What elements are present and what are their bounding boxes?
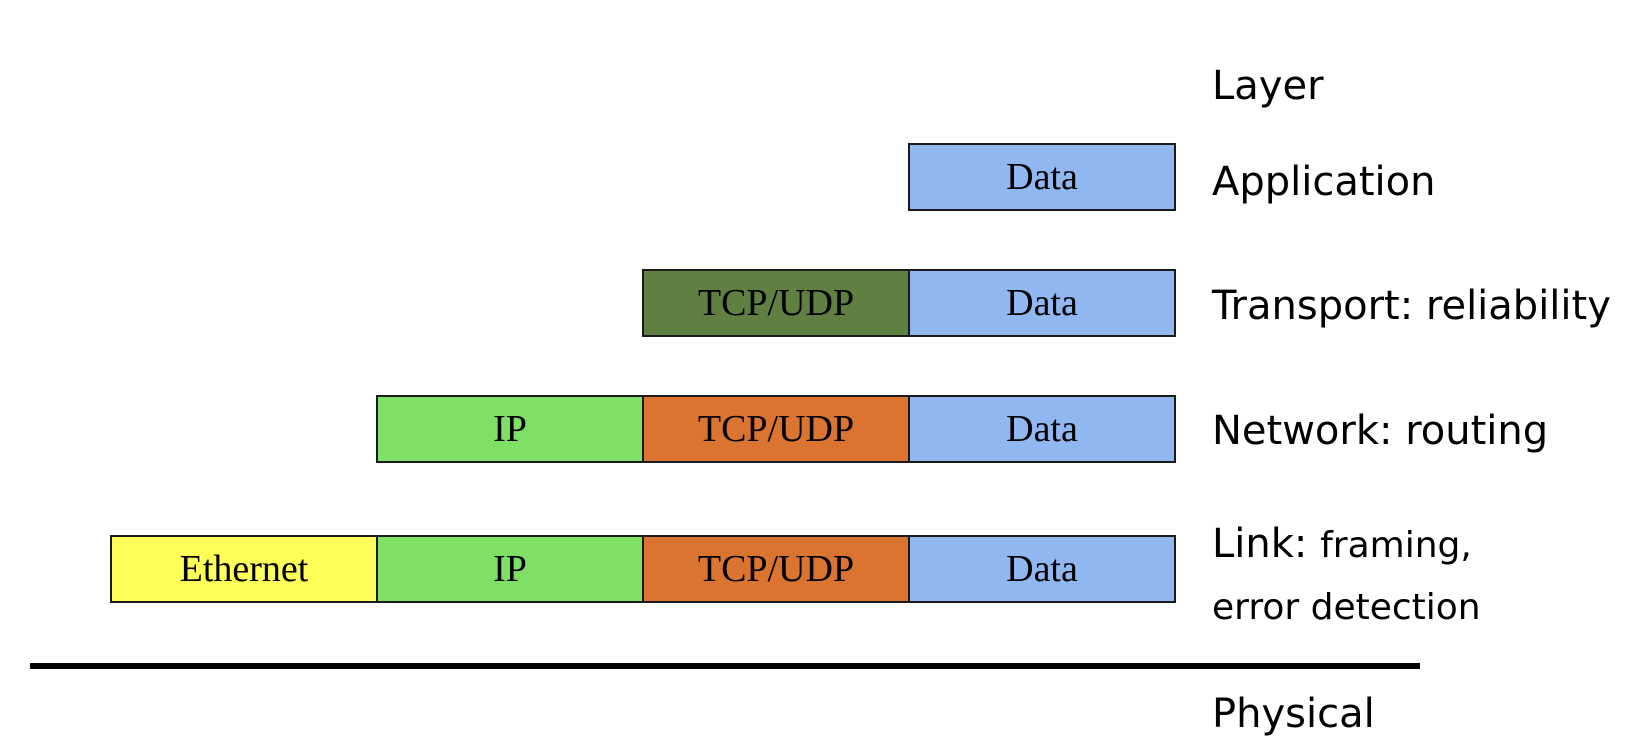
layer-link-desc-2: error detection bbox=[1212, 587, 1481, 628]
physical-divider-line bbox=[30, 663, 1420, 669]
network-data-box: Data bbox=[908, 395, 1176, 463]
network-tcpudp-box: TCP/UDP bbox=[642, 395, 910, 463]
transport-tcpudp-box: TCP/UDP bbox=[642, 269, 910, 337]
layer-link-desc-1: framing, bbox=[1320, 525, 1472, 566]
link-tcpudp-box: TCP/UDP bbox=[642, 535, 910, 603]
layer-link-name: Link: bbox=[1212, 521, 1308, 567]
network-ip-box: IP bbox=[376, 395, 644, 463]
transport-data-box: Data bbox=[908, 269, 1176, 337]
layer-physical-label: Physical bbox=[1212, 691, 1375, 737]
layer-header: Layer bbox=[1212, 63, 1324, 109]
application-data-box: Data bbox=[908, 143, 1176, 211]
link-data-box: Data bbox=[908, 535, 1176, 603]
layer-transport-label: Transport: reliability bbox=[1212, 283, 1611, 329]
layer-application-label: Application bbox=[1212, 159, 1436, 205]
layer-network-label: Network: routing bbox=[1212, 408, 1549, 454]
link-ethernet-box: Ethernet bbox=[110, 535, 378, 603]
link-ip-box: IP bbox=[376, 535, 644, 603]
layer-link-label: Link: framing, bbox=[1212, 524, 1472, 564]
